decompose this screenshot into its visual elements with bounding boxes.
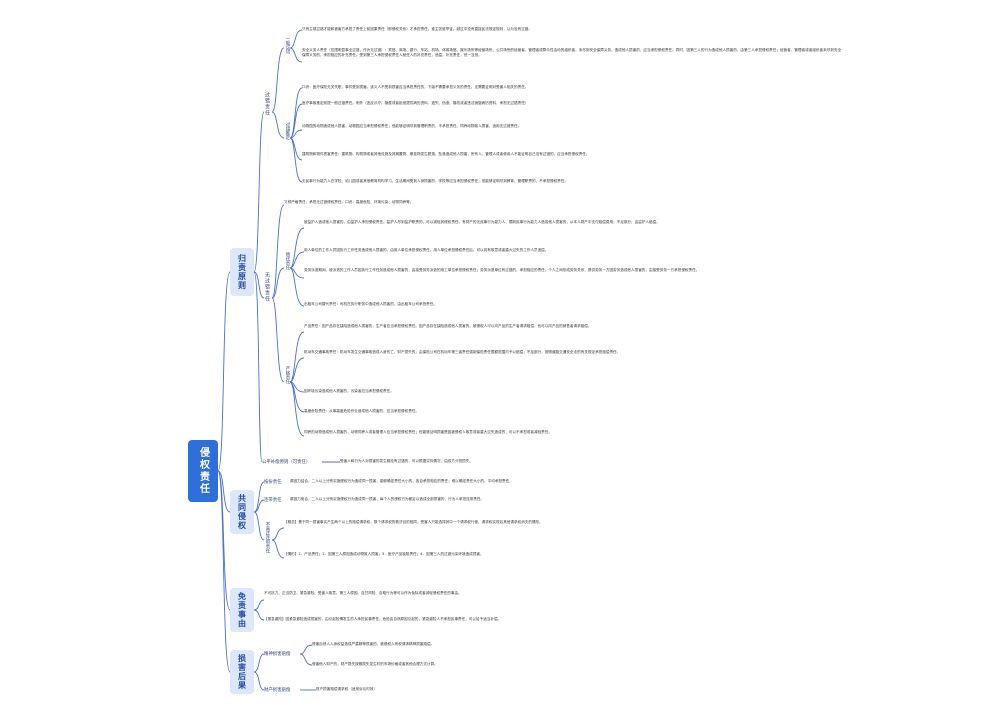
topic-joint-tort[interactable]: 按份责任 [264,480,282,485]
note-non-genuine-concept: 【概念】基于同一损害事实产生两个以上的赔偿请求权，数个请求权的救济目的相同，受害… [284,520,543,524]
topic-fault-liability[interactable]: 过错责任 [264,92,270,116]
note-general-fault-2: 安全义务人责任（仅限明显事业过错，作为无过错）：宾馆、商场、银行、车站、机场、体… [302,48,842,58]
topic-property-damage[interactable]: 财产损害赔偿 [264,688,291,693]
root-topic[interactable]: 侵权责任 [188,440,218,502]
note-fair: 受害人和行为人对损害的发生都没有过错的，可以根据实际情况，由双方分担损失。 [340,459,473,463]
topic-joint-liability[interactable]: 连带责任 [264,498,282,503]
branch-exemption[interactable]: 免责事由 [230,588,254,632]
note-strict-3: 因环境污染造成他人损害的，污染者应当承担侵权责任。 [304,389,394,393]
note-presumed-3: 动物园的动物造成他人损害，动物园应当承担侵权责任；但能够证明尽到管理职责的，不承… [302,124,522,128]
branch-fault-principle[interactable]: 归责原则 [230,248,254,296]
note-strict-4: 高度危险责任：从事高度危险作业造成他人损害的，应当承担侵权责任。 [304,409,419,413]
branch-joint-tort[interactable]: 共同侵权 [230,490,254,534]
topic-mental-damage[interactable]: 精神损害赔偿 [264,652,291,657]
note-presumed-1: 口诀：医疗保险无关失职，事件受到损害。该义人不受到损害应当承担责任的，下级不需要… [302,85,529,89]
note-general-fault-1: 只有主观过错才能和被害方承担了责任上前因果责任（即侵权关系）才承担责任。谁主张谁… [302,27,532,31]
note-no-fault-intro: 又称严格责任，承担无过错侵权责任。口诀：高度危险、环境污染、动物饲养等。 [284,200,414,204]
topic-general-fault[interactable]: 一般过错 [285,36,290,54]
note-mental-1: 侵害自然人人身权益造成严重精神损害的，被侵权人有权请求精神损害赔偿。 [312,642,435,646]
note-vicarious-4: 出租车公司替代责任：司机在执行职务中造成他人损害的，由出租车公司承担责任。 [304,302,437,306]
topic-non-genuine-joint[interactable]: 不真正连带责任 [265,522,270,553]
topic-presumed-fault[interactable]: 过错推定 [285,122,290,140]
note-joint: 原因力竞合，二人以上分别实施侵权行为造成同一损害，每个人的侵权行为都足以造成全部… [290,497,485,501]
note-strict-1: 产品责任：因产品存在缺陷造成他人损害的，生产者应当承担侵权责任。因产品存在缺陷造… [304,324,592,328]
note-vicarious-3: 劳务派遣期间，被派遣的工作人员因执行工作任务造成他人损害的，由接受劳务派遣的用工… [304,268,700,272]
note-vicarious-1: 被监护人造成他人损害的，由监护人承担侵权责任。监护人尽到监护职责的，可以减轻其侵… [304,220,660,224]
topic-no-fault-liability[interactable]: 无过错责任 [264,272,270,302]
note-property: 财产损害赔偿请求权（适用诉讼时效） [316,687,378,691]
topic-fair-compensation[interactable]: 公平补偿原则（可责任） [262,460,311,465]
note-emergency: 【紧急避险】因紧急避险造成损害的，由引起险情发生的人承担民事责任。危险由自然原因… [264,617,502,621]
topic-vicarious-liability[interactable]: 替代责任 [285,252,290,270]
note-presumed-5: 无民事行为能力人在学校、幼儿园或者其他教育机构学习、生活期间受到人身损害的，学校… [302,179,568,183]
topic-strict-liability[interactable]: 严格责任 [285,366,290,384]
note-vicarious-2: 用人单位的工作人员因执行工作任务造成他人损害的，由用人单位承担侵权责任。用人单位… [304,248,549,252]
note-presumed-4: 建筑物和物件损害责任：建筑物、构筑物或者其他设施及其搁置物、悬挂物发生脱落、坠落… [302,152,590,156]
note-mental-2: 侵害他人财产的，财产损失按照损失发生时的市场价格或者其他合理方式计算。 [312,662,438,666]
note-presumed-2: 医疗事故推定前提一般过错责任。例外（违反诊疗、隐匿或者拒绝提供病历资料、遗失、伪… [302,101,529,105]
note-strict-2: 机动车交通事故责任：机动车发生交通事故造成人身伤亡、财产损失的，由保险公司在机动… [304,350,621,354]
note-exemption: 不可抗力、正当防卫、紧急避险、受害人故意、第三人原因、自甘风险、自助行为等可以作… [264,591,462,595]
note-strict-5: 饲养的动物造成他人损害的，动物饲养人或者管理人应当承担侵权责任；但能够证明损害是… [304,430,552,434]
note-non-genuine-cases: 【情形】1．产品责任；2．因第三人原因造成动物致人损害；3．医疗产品缺陷责任；4… [284,552,484,556]
note-proportional: 原因力结合，二人以上分别实施侵权行为造成同一损害，能够确定责任大小的，各自承担相… [290,479,513,483]
branch-damage[interactable]: 损害后果 [230,650,254,694]
